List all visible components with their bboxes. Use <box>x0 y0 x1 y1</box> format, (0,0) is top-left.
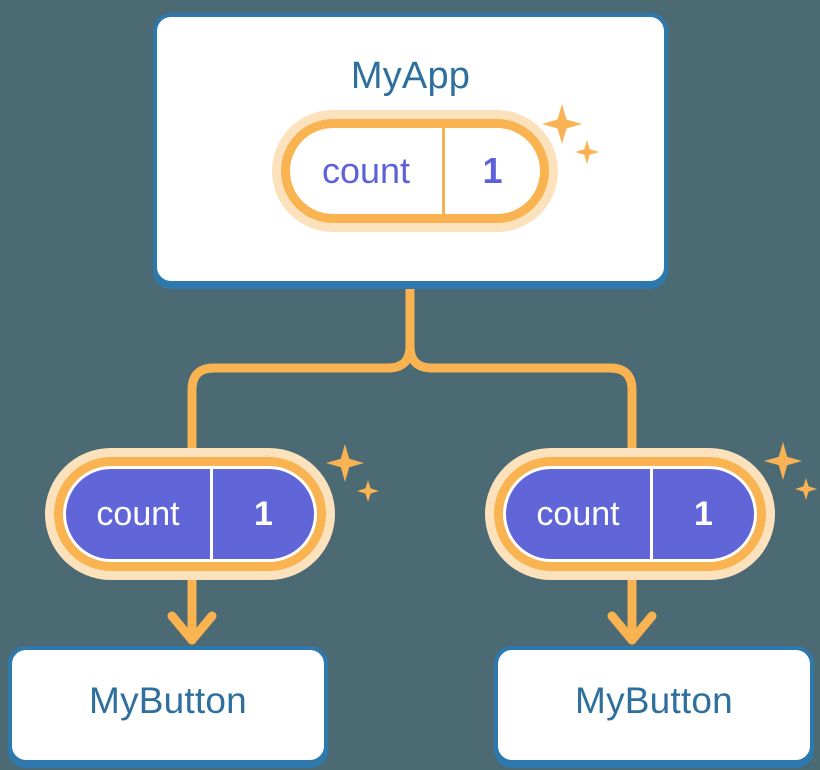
mybutton-label: MyButton <box>575 680 733 721</box>
state-pill-myapp[interactable]: count 1 <box>272 110 558 232</box>
tree-connector <box>187 282 637 475</box>
mybutton-card-right[interactable]: MyButton <box>494 646 814 764</box>
state-pill-key: count <box>290 128 445 214</box>
state-pill-value: 1 <box>254 494 273 533</box>
state-pill-value: 1 <box>482 150 503 191</box>
state-pill-body: count 1 <box>503 466 757 562</box>
state-pill-key: count <box>66 469 213 559</box>
state-pill-body: count 1 <box>290 128 540 214</box>
state-pill-branch-right[interactable]: count 1 <box>485 448 775 580</box>
state-pill-key: count <box>506 469 653 559</box>
state-pill-value: 1 <box>694 494 713 533</box>
state-pill-ring: count 1 <box>281 119 549 223</box>
state-pill-ring: count 1 <box>54 457 326 571</box>
state-pill-body: count 1 <box>63 466 317 562</box>
state-pill-branch-left[interactable]: count 1 <box>45 448 335 580</box>
mybutton-label: MyButton <box>89 680 247 721</box>
mybutton-card-left[interactable]: MyButton <box>8 646 328 764</box>
state-pill-ring: count 1 <box>494 457 766 571</box>
page-title: MyApp <box>350 55 471 97</box>
